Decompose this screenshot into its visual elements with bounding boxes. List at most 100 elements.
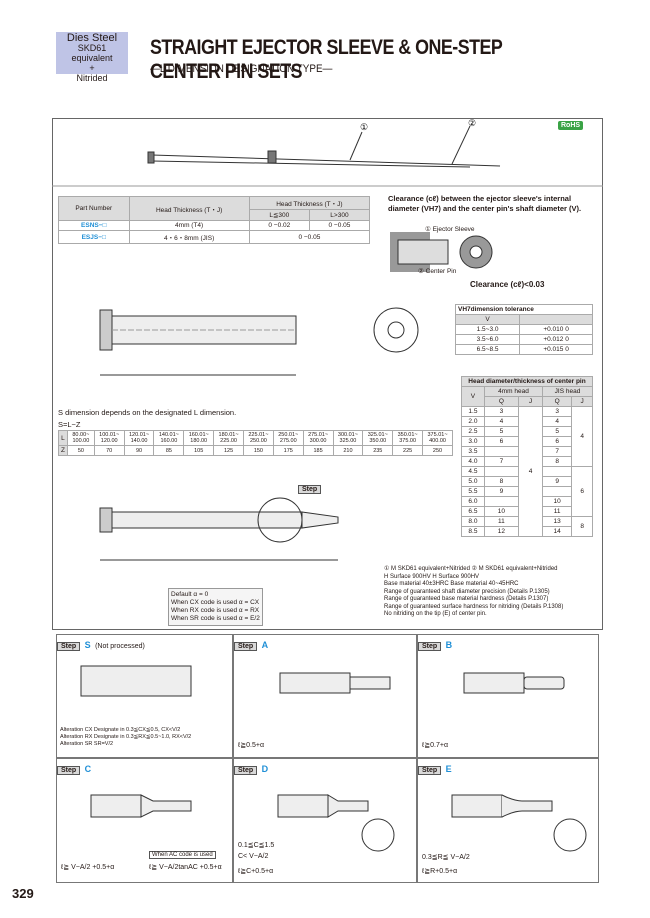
lz-cell: 100.01~ 120.00 [93, 430, 125, 446]
clearance-drawing [390, 232, 493, 272]
lz-cell: 120.01~ 140.00 [123, 430, 155, 446]
lz-cell: 225.01~ 250.00 [242, 430, 274, 446]
part-table: Part Number Head Thickness (T・J) Head Th… [58, 196, 371, 244]
head-cell: 6 [542, 436, 573, 447]
spec-l3: Base material 40±3HRC Base material 40~4… [384, 581, 519, 587]
head-col-j2: J [571, 396, 593, 407]
lz-cell: 90 [123, 445, 155, 456]
head-title: Head diameter/thickness of center pin [461, 376, 593, 387]
head-cell: 11 [542, 506, 573, 517]
lz-cell: 325.01~ 350.00 [362, 430, 394, 446]
th-head: Head Thickness (T・J) [128, 196, 250, 221]
tag-line2: SKD61 equivalent [71, 43, 113, 63]
head-cell [483, 496, 519, 507]
lz-cell: 140.01~ 160.00 [153, 430, 185, 446]
step-box-b: Step B ℓ≧0.7+α [417, 634, 599, 758]
head-jj: 4 [571, 406, 593, 467]
head-cell: 5 [542, 426, 573, 437]
callout-2: ② [468, 118, 476, 128]
tol-esns-a: 0 −0.02 [248, 220, 310, 231]
step-c-ac: When AC code is used [149, 851, 216, 859]
head-j4: 4 [517, 406, 544, 537]
tol-table: VH7dimension tolerance V 1.5~3.0+0.010 0… [454, 304, 593, 355]
head-cell [542, 486, 573, 497]
alpha-rx: When RX code is used α = RX [171, 607, 260, 614]
lz-cell: 70 [93, 445, 125, 456]
tol-r2-t: +0.012 0 [519, 334, 593, 345]
step-d-f2: C< V−A/2 [238, 853, 269, 860]
alpha-cx: When CX code is used α = CX [171, 599, 260, 606]
clearance-text: Clearance (cℓ) between the ejector sleev… [388, 194, 582, 213]
spec-l4: Range of guaranteed shaft diameter preci… [384, 588, 550, 595]
lz-cell: 125 [213, 445, 244, 456]
head-col-j1: J [517, 396, 544, 407]
s-note: S dimension depends on the designated L … [58, 408, 237, 417]
spec-block: ① M SKD61 equivalent+Nitrided ② M SKD61 … [384, 566, 599, 619]
step-box-c: Step C ℓ≧ V−A/2 +0.5+α When AC code is u… [56, 758, 233, 883]
tol-r3-t: +0.015 0 [519, 344, 593, 355]
lz-cell: 235 [362, 445, 394, 456]
step-e-drawing [451, 794, 587, 852]
step-s-note: (Not processed) [95, 643, 145, 650]
step-badge-pin: Step [298, 485, 322, 494]
head-cell: 11 [483, 516, 519, 527]
tol-title: VH7dimension tolerance [455, 304, 593, 315]
part-esns: ESNS−□ [58, 220, 130, 231]
tol-col: V [454, 314, 521, 325]
head-h2: JIS head [542, 386, 593, 397]
step-b-label: B [445, 640, 453, 650]
head-cell: 14 [542, 526, 573, 537]
head-cell: 8 [483, 476, 519, 487]
step-d-f1: 0.1≦C≦1.5 [238, 842, 275, 849]
step-c-formula: ℓ≧ V−A/2 +0.5+α [61, 864, 115, 871]
lz-cell: 300.01~ 325.00 [332, 430, 364, 446]
size-esjs: 4・6・8mm (JIS) [128, 230, 250, 244]
tag-line3: + [89, 63, 95, 73]
step-a-label: A [261, 640, 269, 650]
material-tag: Dies Steel SKD61 equivalent + Nitrided [56, 32, 128, 83]
lz-cell: 250 [422, 445, 453, 456]
head-cell: 13 [542, 516, 573, 527]
head-cell: 12 [483, 526, 519, 537]
alt-rx: Alteration RX Designate in 0.3≦RX≦0.5~1.… [60, 734, 192, 740]
th-headT: Head Thickness (T・J) [248, 196, 371, 210]
callout-1: ① [360, 122, 368, 132]
page-subtitle: —L DIMENSION DESIGNATION TYPE— [150, 63, 333, 75]
step-c-label: C [84, 764, 92, 774]
lz-cell: 175 [272, 445, 304, 456]
head-cell: 5 [483, 426, 519, 437]
head-h1: 4mm head [483, 386, 544, 397]
head-cell: 3 [542, 406, 573, 417]
step-a-formula: ℓ≧0.5+α [238, 742, 264, 749]
head-jj: 8 [571, 516, 593, 537]
lz-cell: 375.01~ 400.00 [422, 430, 453, 446]
th-le300: L≦300 [248, 209, 310, 221]
spec-l6: Range of guaranteed surface hardness for… [384, 603, 564, 610]
spec-l1: ① M SKD61 equivalent+Nitrided ② M SKD61 … [384, 566, 558, 572]
head-cell: 6.0 [461, 496, 485, 507]
step-a-drawing [279, 672, 391, 694]
step-badge-s: Step [57, 642, 81, 651]
tag-line4: Nitrided [76, 73, 108, 83]
head-cell: 10 [542, 496, 573, 507]
step-c-ac-formula: ℓ≧ V−A/2tanAC +0.5+α [149, 864, 222, 871]
head-cell: 3 [483, 406, 519, 417]
head-cell: 8.0 [461, 516, 485, 527]
pin-drawing [99, 497, 339, 561]
step-c-drawing [90, 794, 192, 818]
page-title: STRAIGHT EJECTOR SLEEVE & ONE-STEP CENTE… [150, 36, 502, 83]
step-box-s: Step S (Not processed) Alteration CX Des… [56, 634, 233, 758]
lz-cell: 80.00~ 100.00 [66, 430, 95, 446]
spec-l7: No nitriding on the tip (E) of center pi… [384, 611, 487, 617]
step-box-a: Step A ℓ≧0.5+α [233, 634, 417, 758]
head-cell: 10 [483, 506, 519, 517]
head-cell: 5.5 [461, 486, 485, 497]
th-gt300: L>300 [308, 209, 371, 221]
size-esns: 4mm (T4) [128, 220, 250, 231]
tol-r3-v: 6.5~8.5 [454, 344, 521, 355]
clearance-value: Clearance (cℓ)<0.03 [470, 280, 545, 289]
step-s-label: S [84, 640, 91, 650]
head-cell [483, 466, 519, 477]
step-e-f1: 0.3≦R≦ V−A/2 [422, 854, 470, 861]
